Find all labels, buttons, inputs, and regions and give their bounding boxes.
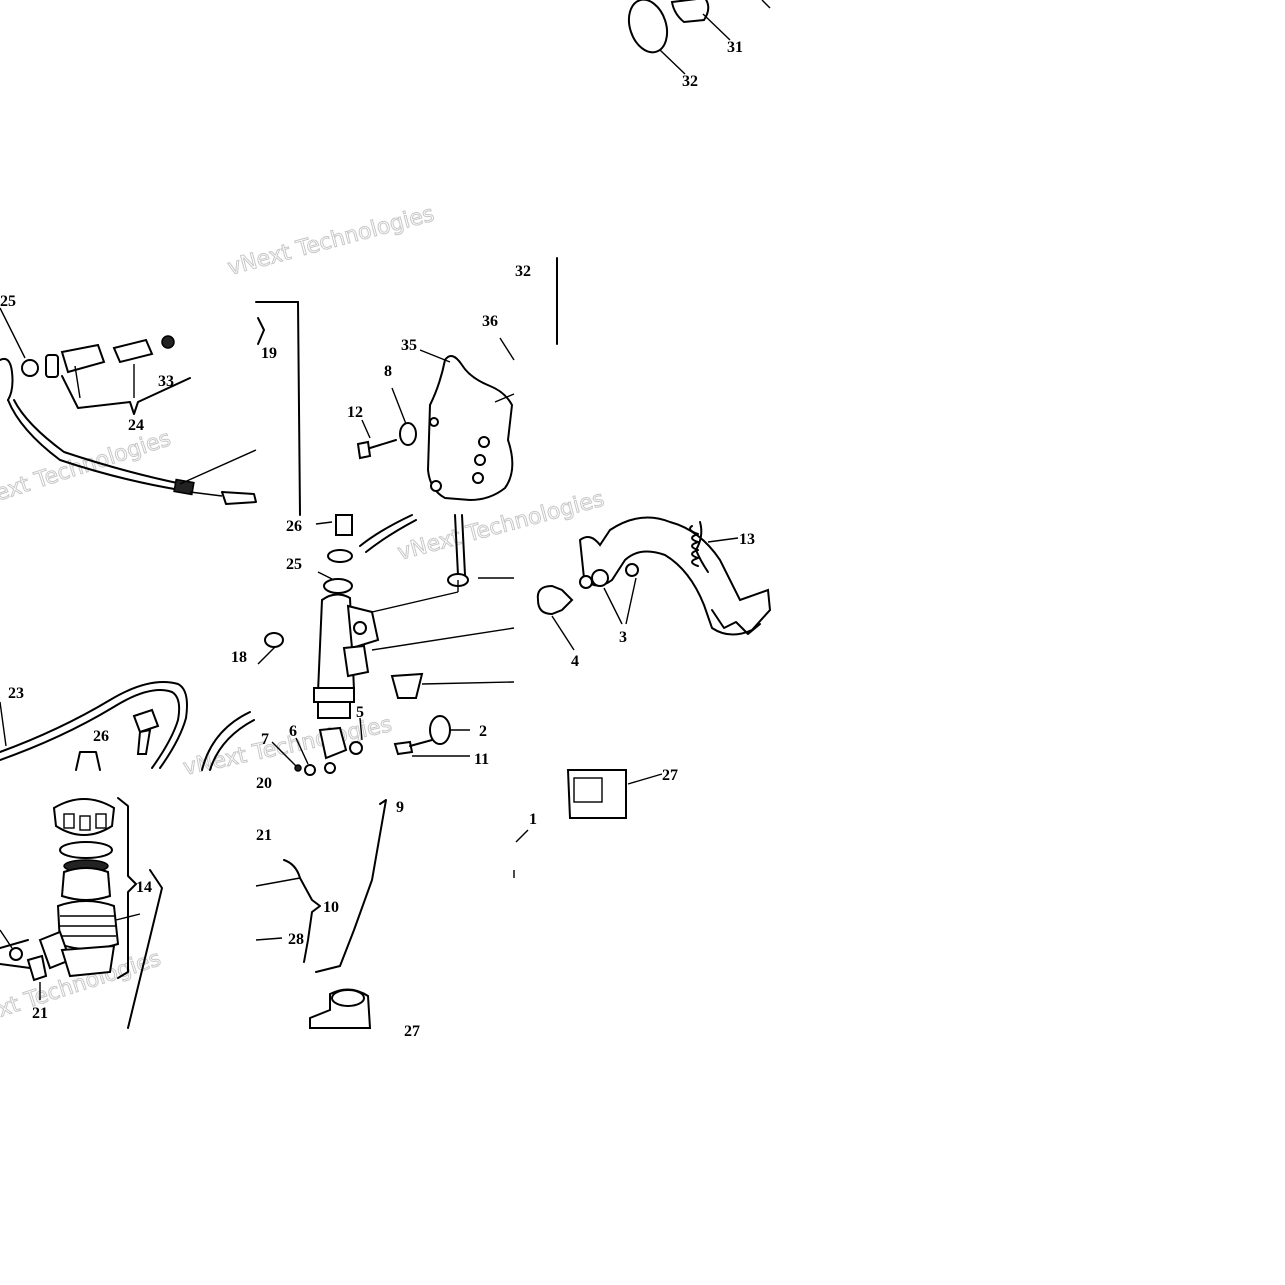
callout-labels: 31 32 32 25 33 24 19 35 36 8 12 26 25 18… xyxy=(0,39,755,1040)
bolt-part xyxy=(356,440,372,460)
heel-guard-plate xyxy=(426,355,514,502)
callout-28: 28 xyxy=(288,931,304,948)
lower-middle-group xyxy=(255,769,663,1029)
callout-4: 4 xyxy=(571,653,579,670)
callout-26: 26 xyxy=(93,728,109,745)
callout-12: 12 xyxy=(347,404,363,421)
oring-part xyxy=(627,0,669,54)
callout-21: 21 xyxy=(32,1005,48,1022)
washer-part xyxy=(399,422,417,446)
reservoir-cap xyxy=(52,798,116,836)
brake-hose-upper xyxy=(0,307,257,505)
callout-6: 6 xyxy=(289,723,297,740)
fluid-container xyxy=(566,769,627,819)
callout-35: 35 xyxy=(401,337,417,354)
callout-26: 26 xyxy=(286,518,302,535)
banjo-bolt-part xyxy=(60,343,106,374)
callout-18: 18 xyxy=(231,649,247,666)
brake-pedal xyxy=(536,516,772,651)
callout-8: 8 xyxy=(384,363,392,380)
callout-2: 2 xyxy=(479,723,487,740)
callout-7: 7 xyxy=(261,731,269,748)
callout-27: 27 xyxy=(662,767,678,784)
master-cylinder-rear xyxy=(257,514,515,776)
heel-guard-bracket xyxy=(255,301,515,516)
fluid-reservoir xyxy=(0,797,163,1029)
callout-24: 24 xyxy=(128,417,144,434)
callout-1: 1 xyxy=(529,811,537,828)
callout-9: 9 xyxy=(396,799,404,816)
pivot-bolt-part xyxy=(536,584,574,616)
callout-25: 25 xyxy=(0,293,16,310)
callout-32: 32 xyxy=(515,263,531,280)
cap-part xyxy=(670,0,710,24)
dust-cup-part xyxy=(390,672,424,699)
return-spring xyxy=(689,525,699,567)
callout-36: 36 xyxy=(482,313,498,330)
callout-23: 23 xyxy=(8,685,24,702)
callout-33: 33 xyxy=(158,373,174,390)
callout-32: 32 xyxy=(682,73,698,90)
watermark: vNext Technologies xyxy=(225,202,437,281)
pedal-arm xyxy=(578,516,772,636)
callout-14: 14 xyxy=(136,879,152,896)
callout-20: 20 xyxy=(256,775,272,792)
callout-11: 11 xyxy=(474,751,489,768)
callout-25: 25 xyxy=(286,556,302,573)
oring-cap-group xyxy=(627,0,771,75)
callout-19: 19 xyxy=(261,345,277,362)
watermark: vNext Technologies xyxy=(395,487,607,566)
brake-hose-lower xyxy=(0,681,255,771)
callout-5: 5 xyxy=(356,704,364,721)
callout-21: 21 xyxy=(256,827,272,844)
callout-31: 31 xyxy=(727,39,743,56)
callout-27: 27 xyxy=(404,1023,420,1040)
callout-13: 13 xyxy=(739,531,755,548)
watermark: vNext Technologies xyxy=(0,426,174,515)
callout-3: 3 xyxy=(619,629,627,646)
callout-10: 10 xyxy=(323,899,339,916)
